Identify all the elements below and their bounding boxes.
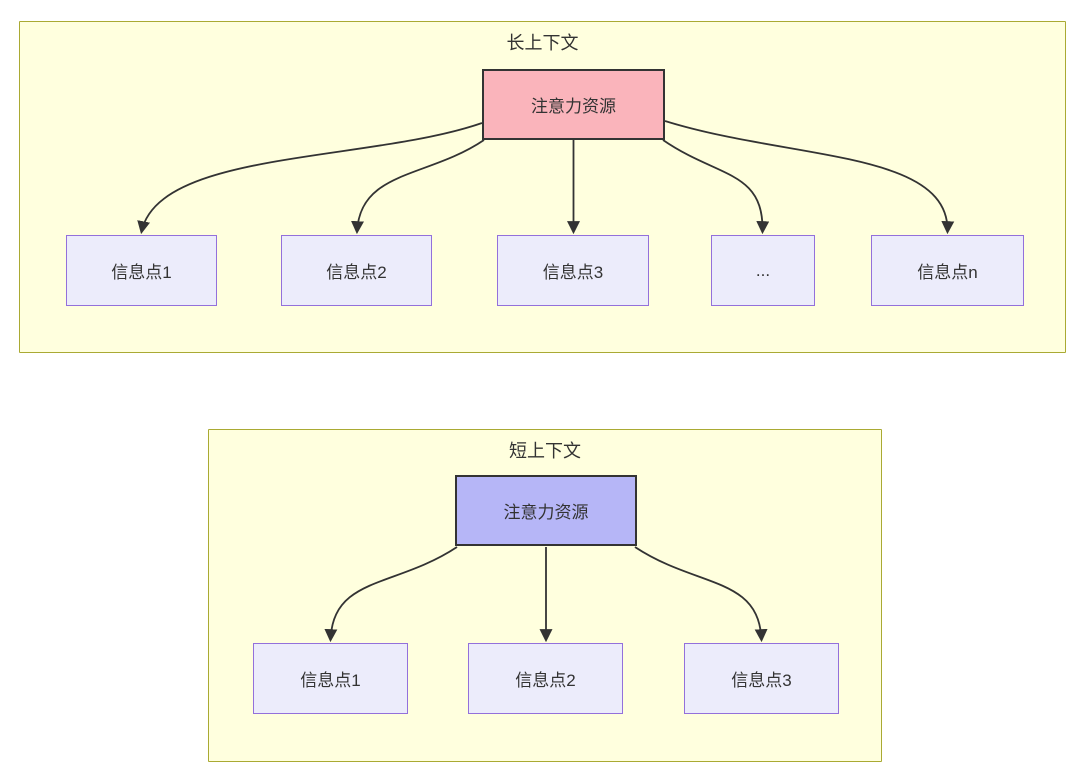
info-point-node-short-3: 信息点3 [684, 643, 839, 714]
info-point-node-long-1: 信息点1 [66, 235, 217, 306]
info-point-node-short-2: 信息点2 [468, 643, 623, 714]
cluster-long-context-title: 长上下文 [506, 33, 579, 53]
info-point-label: 信息点2 [326, 263, 387, 282]
info-point-node-long-2: 信息点2 [281, 235, 432, 306]
info-point-node-short-1: 信息点1 [253, 643, 408, 714]
info-point-node-long-ellipsis: ... [711, 235, 815, 306]
info-point-label: 信息点3 [731, 671, 792, 690]
info-point-label: 信息点2 [515, 671, 576, 690]
info-point-label: 信息点1 [300, 671, 361, 690]
info-point-node-long-n: 信息点n [871, 235, 1024, 306]
attention-resource-node-short: 注意力资源 [455, 475, 637, 546]
info-point-label: 信息点n [917, 263, 978, 282]
attention-resource-node-long: 注意力资源 [482, 69, 665, 140]
info-point-label: 信息点1 [111, 263, 172, 282]
info-point-label: 信息点3 [542, 263, 604, 282]
info-point-label: ... [755, 260, 771, 280]
attention-resource-label-short: 注意力资源 [503, 503, 589, 522]
cluster-short-context-title: 短上下文 [509, 441, 581, 461]
info-point-node-long-3: 信息点3 [497, 235, 649, 306]
attention-resource-label-long: 注意力资源 [531, 97, 616, 116]
